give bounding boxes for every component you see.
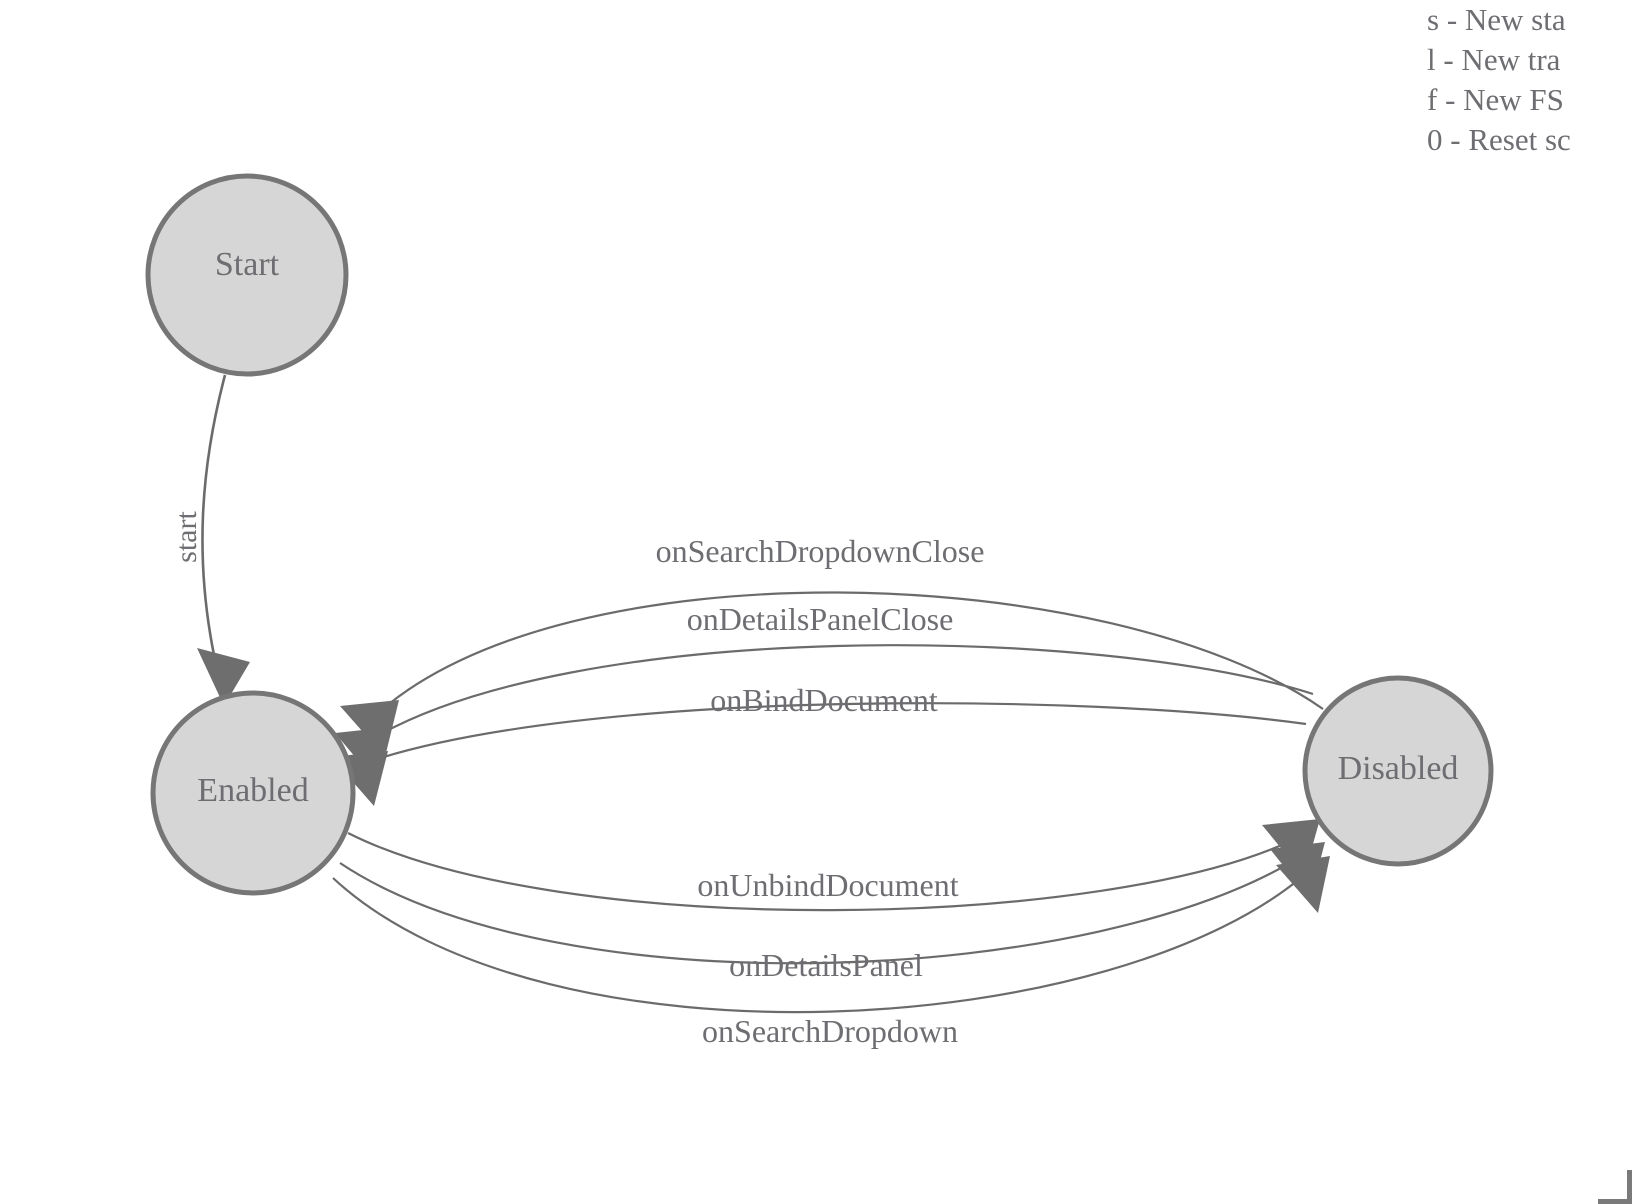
keyboard-shortcut-legend: s - New sta l - New tra f - New FS 0 - R…	[1427, 0, 1632, 160]
edge-label-start: start	[170, 511, 203, 563]
node-disabled-circle	[1302, 675, 1494, 867]
edge-start-arrowhead	[197, 648, 250, 706]
resize-corner-horizontal-bar	[1598, 1199, 1632, 1204]
edge-label-on-bind-document: onBindDocument	[710, 682, 938, 718]
edge-label-on-details-panel-close: onDetailsPanelClose	[687, 601, 954, 637]
node-disabled[interactable]: Disabled	[1302, 675, 1494, 867]
edge-label-on-unbind-document: onUnbindDocument	[697, 867, 958, 903]
node-enabled-label: Enabled	[197, 772, 308, 809]
resize-corner-handle[interactable]	[1598, 1170, 1632, 1204]
edge-on-unbind-document-path	[347, 832, 1298, 912]
edge-on-details-panel-path	[339, 854, 1304, 965]
node-start[interactable]: Start	[145, 173, 349, 377]
edge-on-details-panel[interactable]: onDetailsPanel	[339, 842, 1325, 983]
edge-label-on-details-panel: onDetailsPanel	[729, 947, 923, 983]
node-enabled[interactable]: Enabled	[150, 690, 356, 896]
edge-on-search-dropdown-arrowhead	[1276, 856, 1330, 913]
legend-line-new-fsm: f - New FS	[1427, 82, 1564, 117]
resize-corner-vertical-bar	[1627, 1170, 1632, 1204]
edge-on-search-dropdown-close-path	[374, 591, 1324, 717]
edge-on-bind-document-path	[361, 702, 1307, 766]
node-start-circle	[145, 173, 349, 377]
edge-on-details-panel-close-path	[366, 644, 1314, 743]
node-disabled-label: Disabled	[1338, 750, 1459, 787]
node-enabled-circle	[150, 690, 356, 896]
legend-line-new-state: s - New sta	[1427, 2, 1566, 37]
legend-line-new-transition: l - New tra	[1427, 42, 1561, 77]
edge-label-on-search-dropdown-close: onSearchDropdownClose	[656, 533, 985, 569]
edge-on-unbind-document[interactable]: onUnbindDocument	[347, 819, 1320, 912]
edge-on-search-dropdown[interactable]: onSearchDropdown	[332, 856, 1330, 1049]
legend-line-reset: 0 - Reset sc	[1427, 122, 1571, 157]
edge-on-search-dropdown-close[interactable]: onSearchDropdownClose	[340, 533, 1324, 757]
edge-on-bind-document[interactable]: onBindDocument	[331, 682, 1307, 806]
edge-start-path	[201, 374, 227, 656]
node-start-label: Start	[215, 246, 280, 283]
edge-on-search-dropdown-path	[332, 869, 1311, 1014]
edge-label-on-search-dropdown: onSearchDropdown	[702, 1013, 958, 1049]
edge-start[interactable]: start	[170, 374, 250, 706]
